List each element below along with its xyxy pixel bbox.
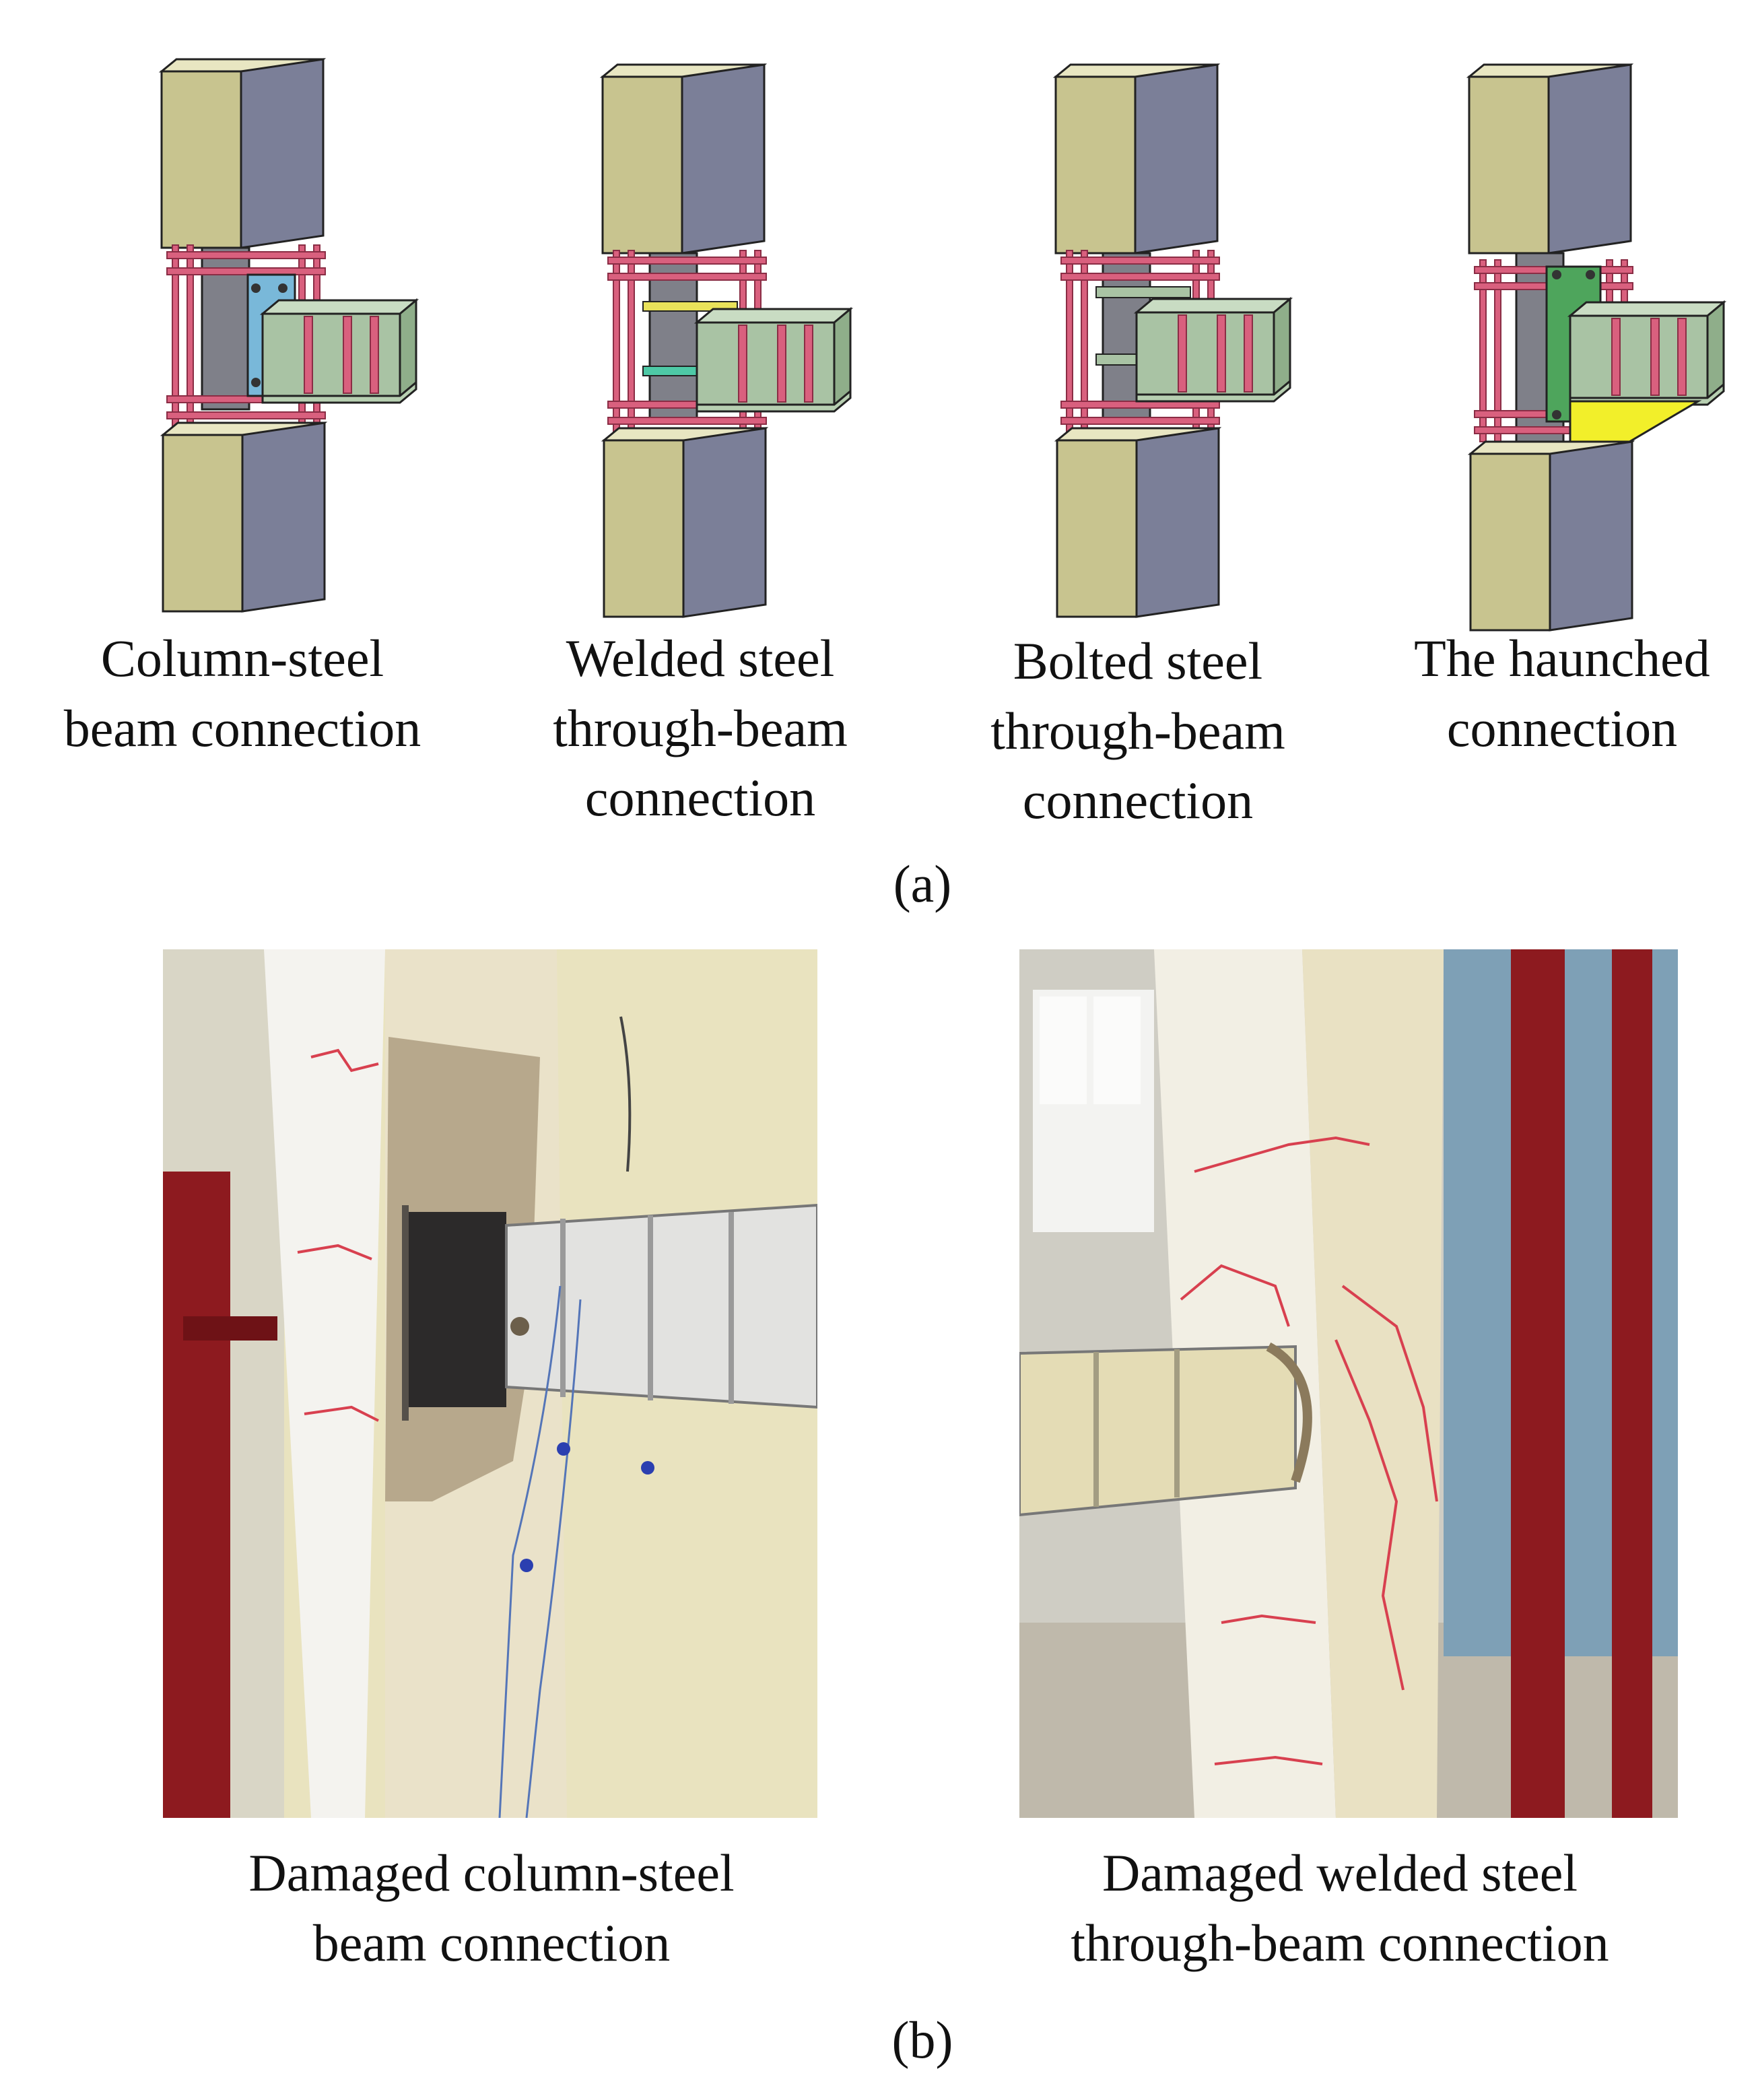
caption-damaged-column-steel: Damaged column-steel beam connection — [248, 1843, 735, 1972]
models-drawing — [160, 58, 1725, 632]
caption-bolted: Bolted steel through-beam connection — [990, 632, 1285, 830]
caption-damaged-welded: Damaged welded steel through-beam connec… — [1071, 1843, 1609, 1972]
panel-a-label: (a) — [893, 854, 952, 913]
model-haunched — [1468, 63, 1725, 632]
model-column-steel — [160, 58, 417, 613]
photo-damaged-column-steel — [163, 949, 817, 1818]
caption-haunched: The haunched connection — [1414, 629, 1710, 757]
model-welded — [601, 63, 852, 618]
caption-column-steel: Column-steel beam connection — [63, 629, 421, 757]
caption-welded: Welded steel through-beam connection — [553, 629, 848, 827]
photo-damaged-welded — [1019, 949, 1678, 1818]
panel-b-label: (b) — [891, 2010, 953, 2069]
model-bolted — [1054, 63, 1291, 618]
